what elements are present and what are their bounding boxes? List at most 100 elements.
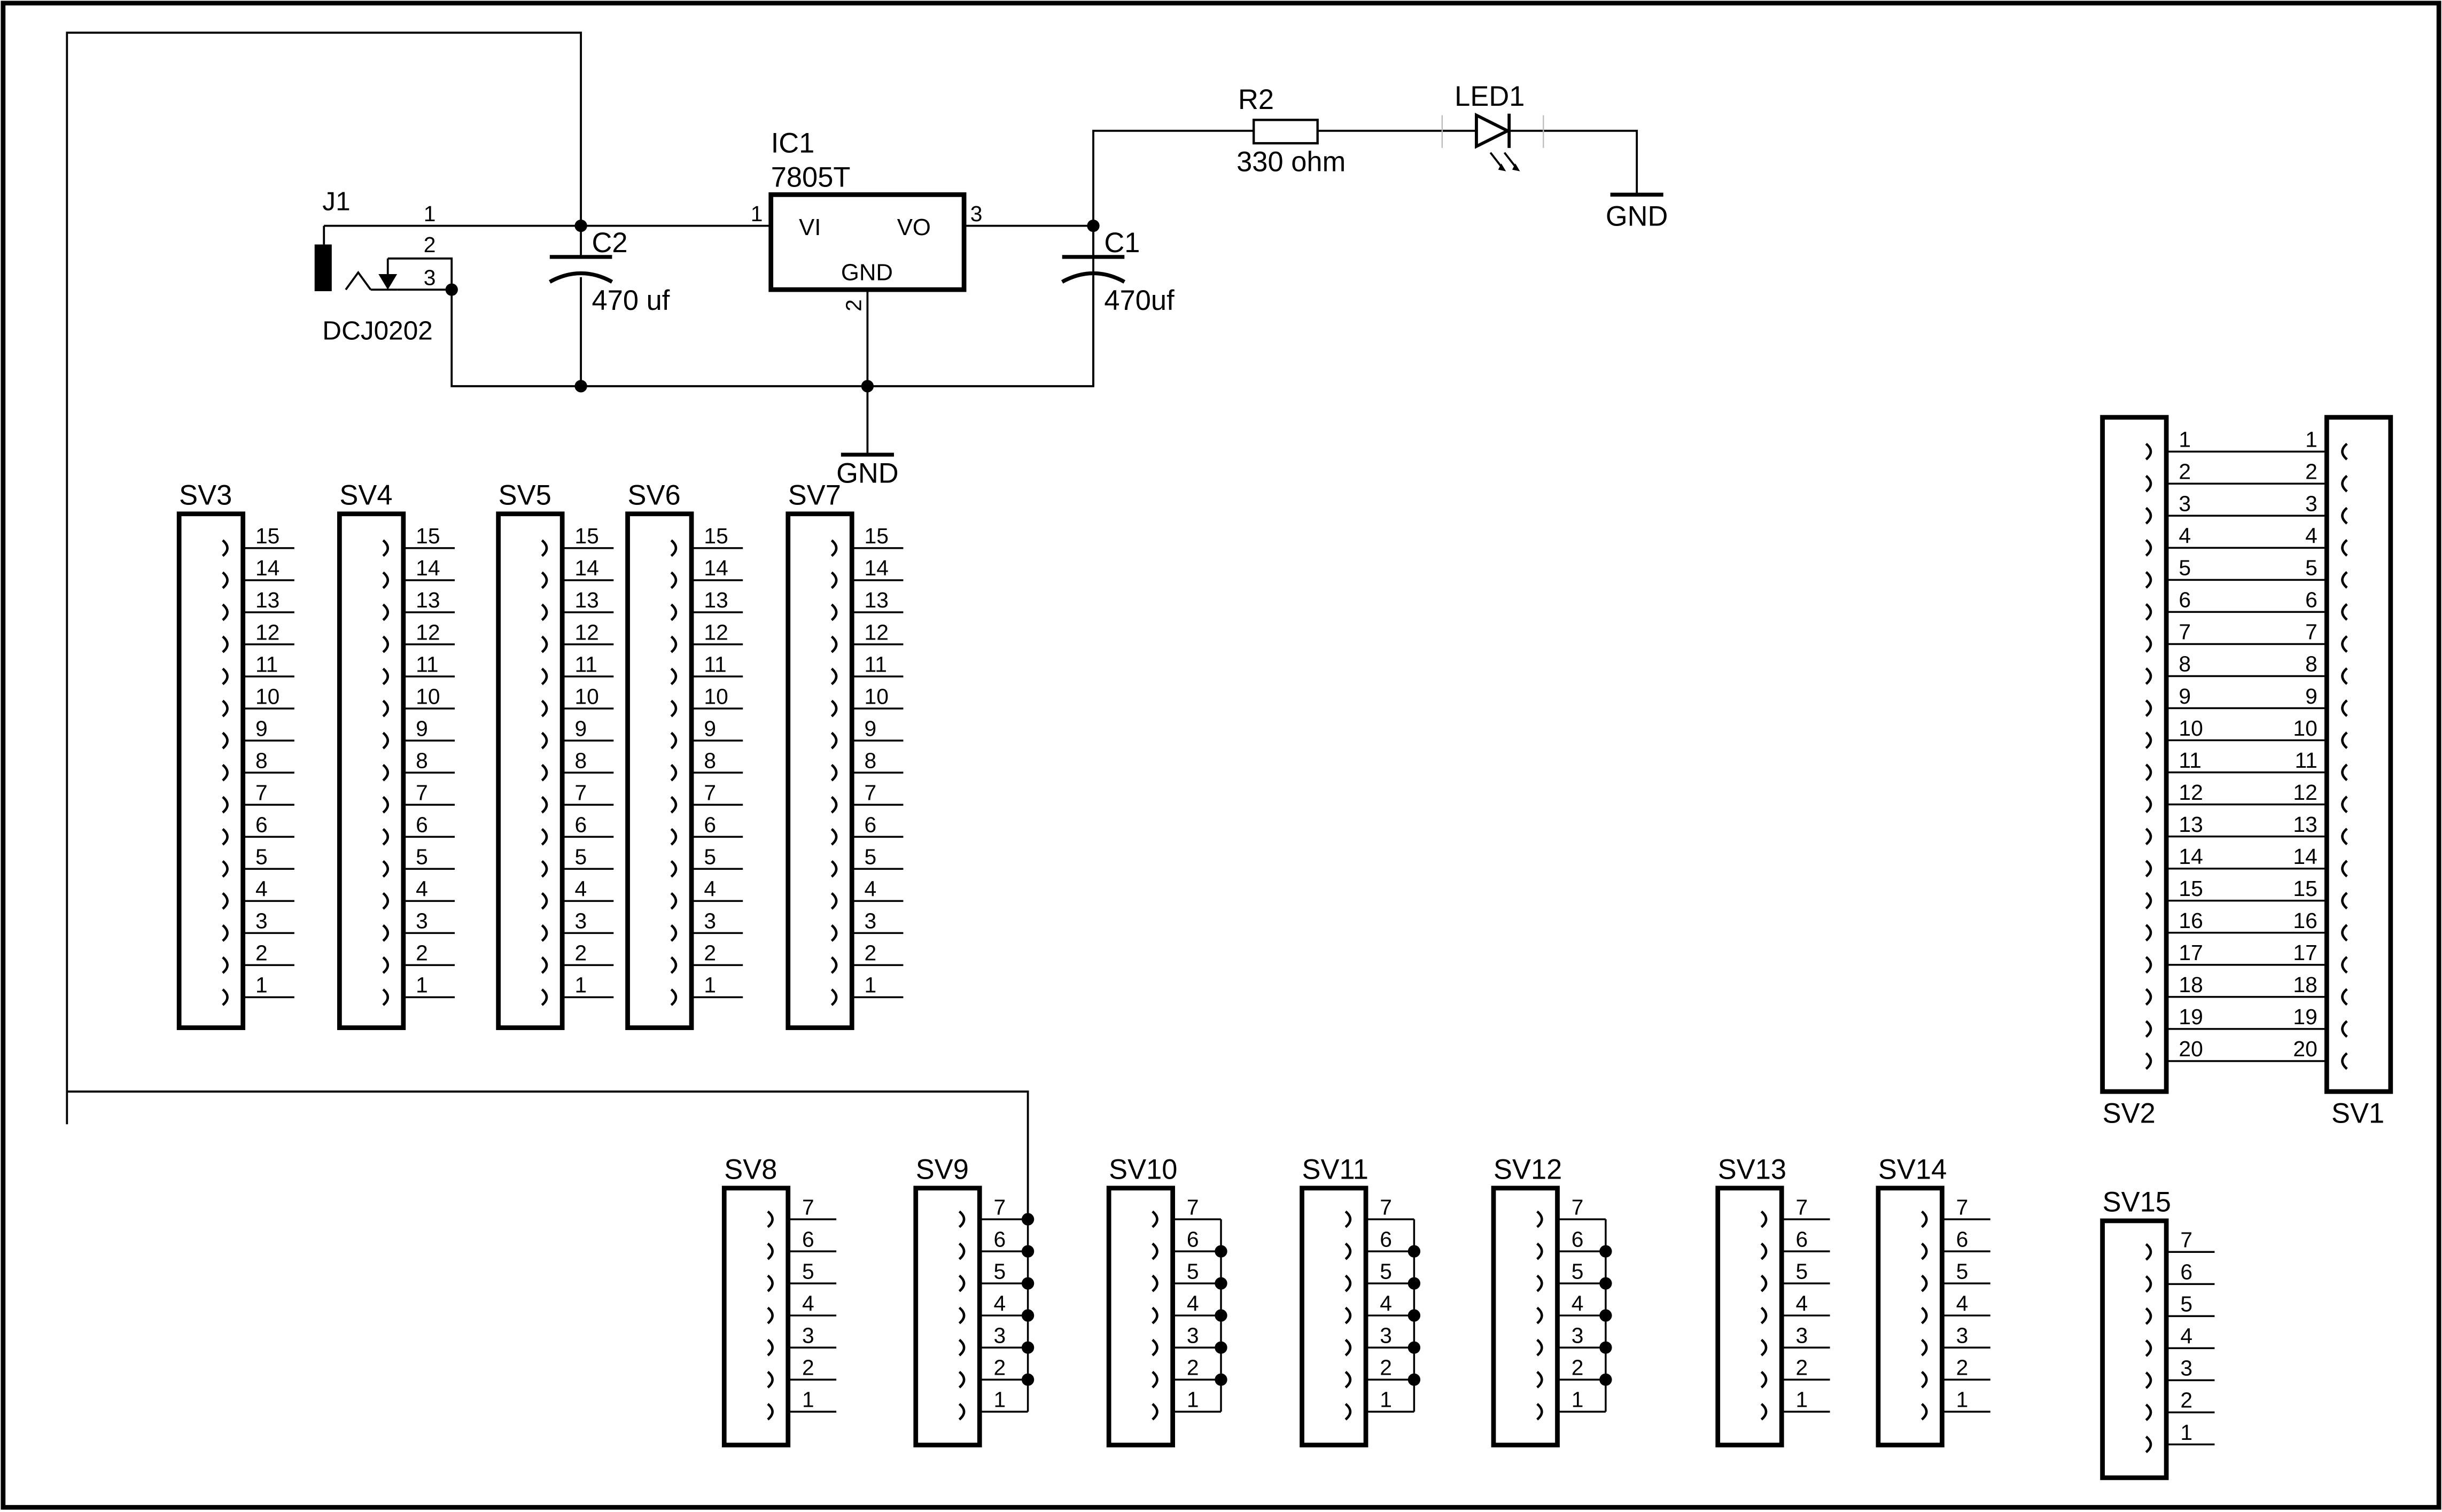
header-label: SV1 [2331, 1098, 2384, 1129]
pin-number: 7 [1572, 1195, 1584, 1219]
pin-number: 2 [255, 941, 268, 965]
pin-number: 1 [1380, 1388, 1392, 1412]
pin-number: 1 [255, 973, 268, 997]
pin-number: 7 [993, 1195, 1006, 1219]
pin-number: 3 [1380, 1323, 1392, 1347]
pin-number: 2 [802, 1355, 814, 1380]
junction-dot [1599, 1373, 1612, 1386]
junction-dot [1215, 1309, 1227, 1322]
ic1-vo-label: VO [897, 214, 931, 240]
pin-number: 1 [1187, 1388, 1199, 1412]
ic1-name: IC1 [771, 128, 815, 159]
j1-connector: J1 DCJ0202 1 2 3 [314, 186, 436, 345]
header-label: SV4 [339, 480, 392, 511]
pin-number: 1 [416, 973, 428, 997]
pin-number: 12 [574, 620, 598, 644]
pin-number: 4 [1380, 1291, 1392, 1315]
pin-number: 2 [2305, 459, 2317, 484]
pin-number: 12 [2179, 780, 2203, 805]
headers-15pin: SV3151413121110987654321SV41514131211109… [176, 480, 904, 1030]
pin-number: 8 [704, 748, 716, 773]
pin-number: 12 [416, 620, 440, 644]
junction-dot [1407, 1373, 1421, 1386]
c1-capacitor: C1 470uf [1061, 228, 1175, 316]
pin-number: 7 [416, 780, 428, 805]
pin-number: 2 [574, 941, 587, 965]
pin-number: 5 [1956, 1259, 1969, 1283]
ic1-regulator: IC1 7805T VI VO GND 1 3 2 [751, 128, 983, 311]
junction-dot [1021, 1341, 1035, 1354]
pin-number: 2 [416, 941, 428, 965]
pin-number: 4 [704, 877, 716, 901]
pin-number: 13 [255, 588, 279, 612]
pin-number: 14 [865, 556, 889, 580]
pin-number: 9 [416, 716, 428, 741]
header-label: SV12 [1494, 1154, 1562, 1185]
pin-number: 7 [2180, 1228, 2192, 1252]
pin-number: 13 [865, 588, 889, 612]
pin-number: 6 [1572, 1227, 1584, 1251]
pin-number: 12 [2293, 780, 2317, 805]
header-label: SV14 [1878, 1154, 1947, 1185]
pin-number: 11 [574, 652, 597, 676]
svg-text:GND: GND [836, 458, 899, 489]
svg-text:GND: GND [1606, 201, 1668, 232]
pin-number: 6 [2179, 588, 2191, 612]
junction-dot [1021, 1277, 1035, 1290]
junction-dot [1021, 1373, 1035, 1386]
j1-pin2: 2 [424, 232, 436, 257]
pin-number: 4 [865, 877, 877, 901]
pin-number: 17 [2179, 940, 2203, 965]
pin-number: 4 [2180, 1324, 2192, 1349]
pin-number: 5 [865, 845, 877, 869]
pin-number: 2 [1572, 1355, 1584, 1380]
pin-number: 7 [2305, 620, 2317, 644]
j1-value: DCJ0202 [322, 316, 433, 345]
ic1-gnd-label: GND [841, 260, 893, 286]
ic1-pin-gnd: 2 [842, 299, 866, 311]
pin-number: 12 [865, 620, 889, 644]
junction-dot [1599, 1309, 1612, 1322]
pin-number: 9 [255, 716, 268, 741]
pin-number: 1 [865, 973, 877, 997]
pin-number: 15 [2293, 876, 2317, 901]
pin-number: 5 [416, 845, 428, 869]
pin-number: 11 [865, 652, 887, 676]
pin-number: 14 [2293, 844, 2317, 869]
pin-number: 14 [704, 556, 728, 580]
pin-number: 5 [1187, 1259, 1199, 1283]
pin-number: 5 [2305, 556, 2317, 580]
pin-number: 7 [865, 780, 877, 805]
r2-value: 330 ohm [1236, 147, 1346, 178]
junction-dot [1599, 1341, 1612, 1354]
pin-number: 9 [2179, 684, 2191, 708]
pin-number: 16 [2293, 908, 2317, 933]
pin-number: 4 [2179, 524, 2191, 548]
pin-number: 5 [993, 1259, 1006, 1283]
pin-number: 2 [1956, 1355, 1969, 1380]
pin-number: 6 [1956, 1227, 1969, 1251]
junction-dot [1215, 1373, 1227, 1386]
pin-number: 2 [1380, 1355, 1392, 1380]
pin-number: 1 [704, 973, 716, 997]
header-label: SV7 [788, 480, 841, 511]
pin-number: 11 [704, 652, 726, 676]
junction-dot [1021, 1245, 1035, 1258]
pin-number: 1 [802, 1388, 814, 1412]
headers-7pin: SV87654321SV97654321SV107654321SV1176543… [721, 1154, 2215, 1480]
header-label: SV10 [1109, 1154, 1177, 1185]
c2-capacitor: C2 470 uf [549, 228, 670, 316]
pin-number: 13 [2179, 812, 2203, 837]
pin-number: 10 [2293, 716, 2317, 741]
gnd-symbol-regulator: GND [836, 453, 899, 489]
pin-number: 3 [2305, 492, 2317, 516]
pin-number: 8 [2305, 652, 2317, 676]
junction-dot [1407, 1309, 1421, 1322]
